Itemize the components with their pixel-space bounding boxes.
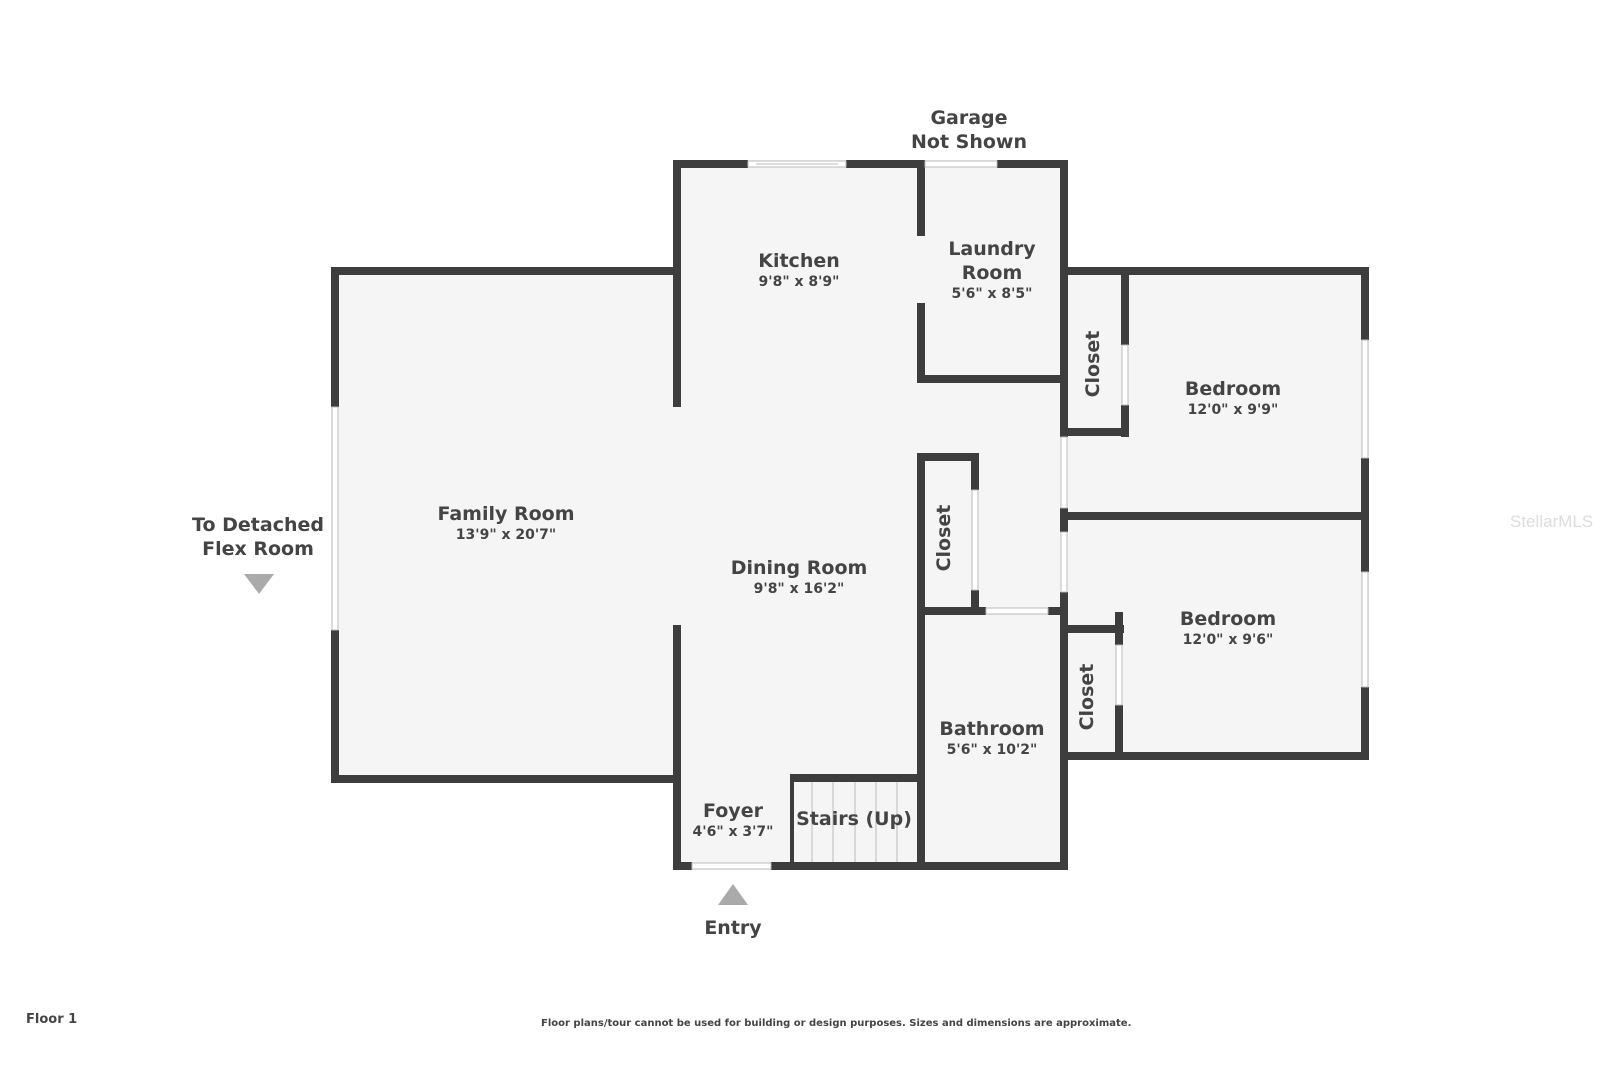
flex-room-label: Flex Room [202, 538, 314, 560]
room-laundry: Laundry Room 5'6" x 8'5" [948, 237, 1035, 303]
room-bathroom: Bathroom 5'6" x 10'2" [939, 717, 1044, 759]
flex-room-label: To Detached [192, 514, 324, 536]
room-dimensions: 13'9" x 20'7" [455, 527, 557, 543]
room-name: Foyer [703, 800, 763, 822]
entry-label: Entry [704, 917, 762, 939]
room-dimensions: 5'6" x 8'5" [951, 286, 1033, 302]
disclaimer: Floor plans/tour cannot be used for buil… [541, 1018, 1132, 1029]
flex-room-arrow-icon [244, 574, 274, 594]
stair-treads [811, 782, 898, 862]
room-bedroom-1: Bedroom 12'0" x 9'9" [1185, 377, 1281, 419]
room-stairs: Stairs (Up) [796, 808, 912, 830]
room-dimensions: 9'8" x 16'2" [753, 581, 845, 597]
room-name: Bedroom [1184, 378, 1282, 400]
room-name: Kitchen [758, 250, 840, 272]
floor-label: Floor 1 [26, 1012, 78, 1027]
room-dimensions: 9'8" x 8'9" [758, 274, 840, 290]
room-kitchen: Kitchen 9'8" x 8'9" [758, 249, 840, 291]
room-name: Laundry [948, 238, 1036, 260]
flex-room-note: To Detached Flex Room [192, 513, 324, 561]
room-family: Family Room 13'9" x 20'7" [437, 502, 574, 544]
room-name: Family Room [437, 503, 575, 525]
garage-label: Garage [930, 107, 1008, 129]
room-name: Room [961, 262, 1023, 284]
watermark: StellarMLS [1510, 512, 1594, 531]
room-dimensions: 12'0" x 9'6" [1182, 632, 1274, 648]
room-closet-3: Closet [933, 504, 955, 572]
garage-label: Not Shown [911, 131, 1027, 153]
room-name: Dining Room [730, 557, 868, 579]
room-closet-2: Closet [1076, 663, 1098, 731]
room-dimensions: 5'6" x 10'2" [946, 742, 1038, 758]
garage-note: Garage Not Shown [911, 106, 1027, 154]
room-dimensions: 4'6" x 3'7" [692, 824, 774, 840]
windows [331, 160, 1369, 870]
room-foyer: Foyer 4'6" x 3'7" [693, 799, 774, 841]
entry-arrow-icon [718, 884, 748, 905]
room-name: Bedroom [1179, 608, 1277, 630]
room-name: Bathroom [939, 718, 1045, 740]
room-dimensions: 12'0" x 9'9" [1187, 402, 1279, 418]
room-closet-1: Closet [1082, 330, 1104, 398]
walls [331, 160, 1369, 870]
room-bedroom-2: Bedroom 12'0" x 9'6" [1180, 607, 1276, 649]
room-dining: Dining Room 9'8" x 16'2" [731, 556, 868, 598]
